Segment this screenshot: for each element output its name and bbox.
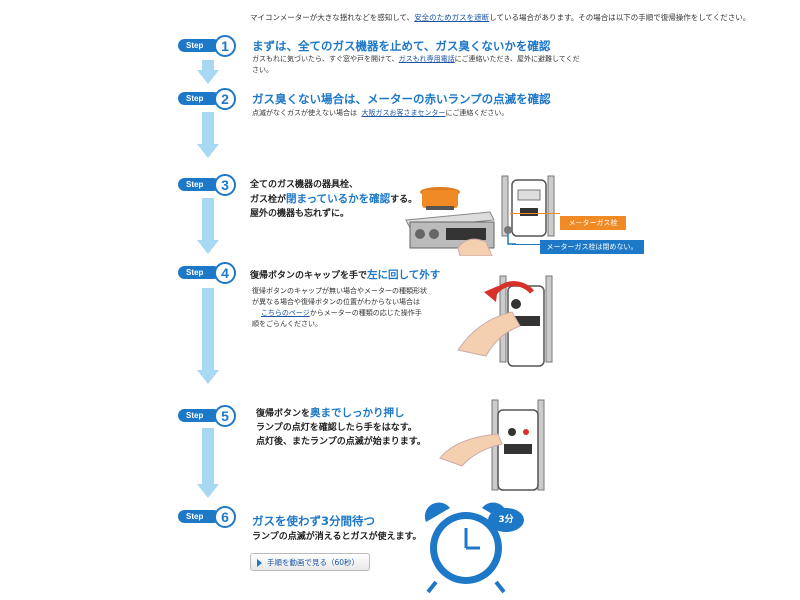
step-arrow-5 [197,428,219,498]
customer-center-link[interactable]: 大阪ガスお客さまセンター [361,109,446,117]
step-4-desc: 復帰ボタンのキャップが無い場合やメーターの種類形状 が異なる場合や復帰ボタンの位… [252,287,427,328]
step-2-badge: Step 2 [178,88,240,110]
step-3-badge: Step 3 [178,174,240,196]
three-minutes-badge: 3分 [488,508,524,532]
step-arrow-4 [197,288,219,384]
step-1-desc: ガスもれに気づいたら、すぐ窓や戸を開けて、ガスもれ専用電話にご連絡いただき、屋外… [252,55,580,74]
press-button-illustration [439,399,545,491]
step-2-title: ガス臭くない場合は、メーターの赤いランプの点滅を確認 [252,92,551,106]
step-4-title: 復帰ボタンのキャップを手で左に回して外す [250,269,441,281]
step-2-desc: 点滅がなくガスが使えない場合は 大阪ガスお客さまセンターにご連絡ください。 [252,109,509,117]
play-icon [257,559,262,567]
step-6-desc: ランプの点滅が消えるとガスが使えます。 [252,532,422,542]
watch-video-button[interactable]: 手順を動画で見る（60秒） [250,553,370,571]
cap-removal-illustration [457,275,553,367]
step-3-text: 全てのガス機器の器具栓、 ガス栓が閉まっているかを確認する。 屋外の機器も忘れず… [250,180,418,219]
step-arrow-1 [197,60,219,84]
step-1-badge: Step 1 [178,35,240,57]
step-6-title: ガスを使わず3分間待つ [252,514,376,528]
meter-valve-warning-label: メーターガス栓は閉めない。 [540,240,644,254]
step-5-text: 復帰ボタンを奥までしっかり押し ランプの点灯を確認したら手をはなす。 点灯後、ま… [256,407,426,447]
safety-shutoff-link[interactable]: 安全のためガスを遮断 [414,13,490,22]
gas-meter-illustration [501,175,555,245]
step-arrow-3 [197,198,219,254]
step-4-badge: Step 4 [178,262,240,284]
meter-valve-label: メーターガス栓 [560,216,626,230]
gas-leak-phone-link[interactable]: ガスもれ専用電話 [398,55,455,63]
step-arrow-2 [197,112,219,158]
meter-valve-label-line [510,213,560,214]
stove-illustration [405,187,495,256]
step-1-title: まずは、全てのガス機器を止めて、ガス臭くないかを確認 [252,39,551,53]
intro-text: マイコンメーターが大きな揺れなどを感知して、安全のためガスを遮断している場合があ… [250,13,751,22]
meter-valve-warning-line [512,244,540,245]
step-6-badge: Step 6 [178,506,240,528]
meter-types-link[interactable]: こちらのページ [260,309,310,317]
step-5-badge: Step 5 [178,405,240,427]
